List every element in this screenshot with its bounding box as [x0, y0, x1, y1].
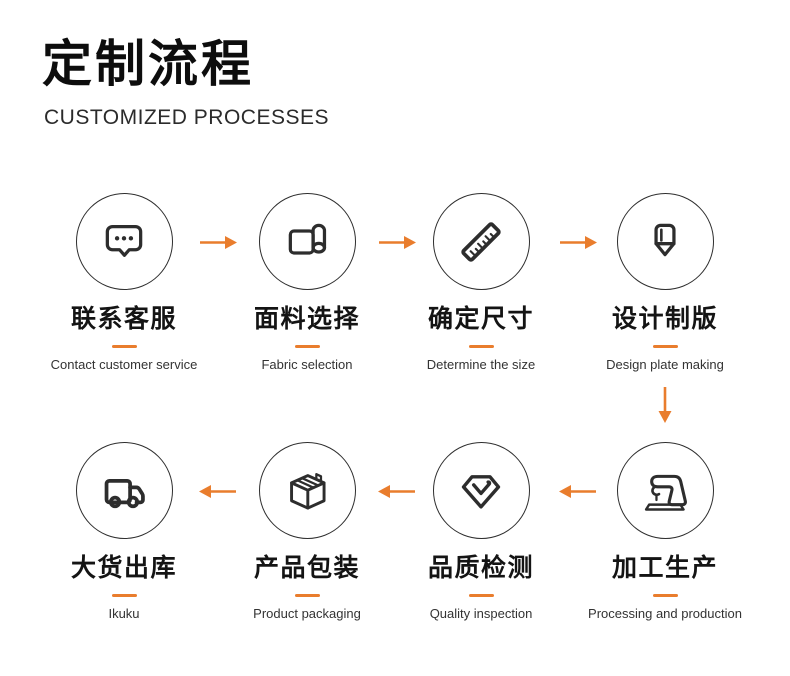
arrow-left-icon [559, 485, 596, 498]
step-divider [468, 345, 494, 348]
step-label-en: Fabric selection [261, 357, 353, 372]
step-label-zh: 品质检测 [427, 554, 534, 582]
step-design-plate-making: 设计制版 Design plate making [585, 193, 745, 372]
step-circle [432, 193, 530, 290]
step-determine-size: 确定尺寸 Determine the size [401, 193, 561, 372]
arrow-left-icon [378, 485, 415, 498]
chat-bubble-icon [105, 224, 143, 257]
step-circle [258, 193, 356, 290]
step-circle [616, 442, 714, 539]
fabric-roll-icon [288, 223, 327, 255]
step-goods-out-of-warehouse: 大货出库 Ikuku [44, 442, 204, 621]
step-circle [616, 193, 714, 290]
step-processing-production: 加工生产 Processing and production [585, 442, 745, 621]
step-divider [111, 594, 137, 597]
ruler-icon [461, 221, 501, 262]
gem-check-icon [461, 474, 501, 509]
step-contact-customer-service: 联系客服 Contact customer service [44, 193, 204, 372]
step-label-en: Ikuku [108, 606, 140, 621]
arrow-right-icon [379, 236, 416, 249]
step-circle [75, 193, 173, 290]
pen-nib-icon [654, 223, 676, 256]
package-box-icon [290, 472, 326, 510]
delivery-truck-icon [104, 478, 145, 508]
page-subtitle: CUSTOMIZED PROCESSES [44, 105, 329, 129]
step-divider [652, 345, 678, 348]
arrow-left-icon [199, 485, 236, 498]
arrow-right-icon [200, 236, 237, 249]
page-title: 定制流程 [42, 36, 254, 92]
step-label-zh: 确定尺寸 [427, 305, 534, 333]
step-label-zh: 加工生产 [611, 554, 718, 582]
step-label-en: Determine the size [426, 357, 536, 372]
step-label-zh: 设计制版 [611, 305, 718, 333]
step-label-zh: 面料选择 [253, 305, 360, 333]
step-label-zh: 产品包装 [253, 554, 360, 582]
header: 定制流程 CUSTOMIZED PROCESSES [42, 36, 329, 130]
step-label-zh: 大货出库 [70, 554, 177, 582]
step-divider [111, 345, 137, 348]
step-label-en: Processing and production [588, 606, 742, 621]
sewing-machine-icon [644, 474, 687, 511]
step-label-en: Product packaging [253, 606, 361, 621]
step-divider [294, 345, 320, 348]
step-product-packaging: 产品包装 Product packaging [227, 442, 387, 621]
step-label-zh: 联系客服 [70, 305, 177, 333]
step-divider [652, 594, 678, 597]
step-circle [432, 442, 530, 539]
step-label-en: Contact customer service [50, 357, 198, 372]
step-fabric-selection: 面料选择 Fabric selection [227, 193, 387, 372]
step-circle [258, 442, 356, 539]
step-label-en: Quality inspection [429, 606, 533, 621]
step-divider [294, 594, 320, 597]
arrow-right-icon [560, 236, 597, 249]
step-divider [468, 594, 494, 597]
arrow-down-icon [658, 387, 672, 423]
step-circle [75, 442, 173, 539]
step-quality-inspection: 品质检测 Quality inspection [401, 442, 561, 621]
step-label-en: Design plate making [606, 357, 724, 372]
